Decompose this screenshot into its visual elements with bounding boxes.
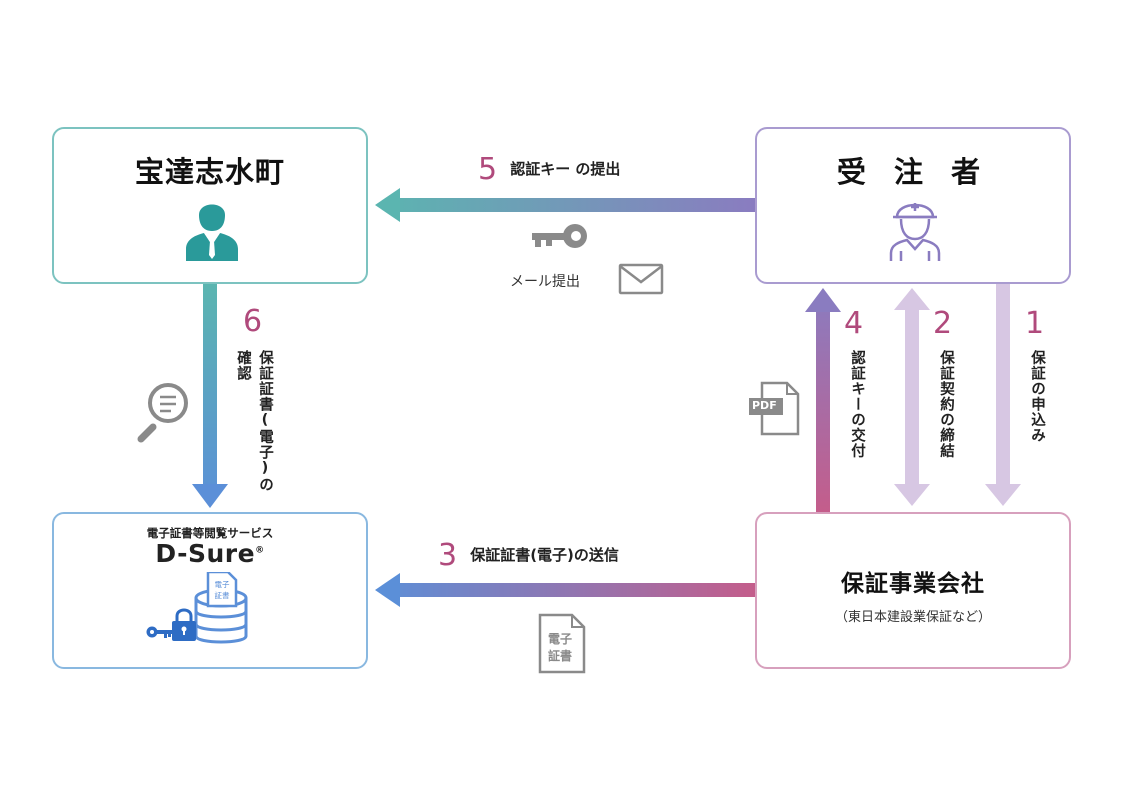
secure-database-icon: 電子 証書	[146, 572, 248, 644]
pdf-file-icon	[749, 381, 800, 436]
node-guarantor-subtitle: （東日本建設業保証など）	[834, 610, 991, 625]
flow-3-label: 3 保証証書(電子)の送信	[438, 538, 619, 573]
flow-4-text: 認証キーの交付	[849, 350, 865, 459]
flow-3-number: 3	[438, 538, 458, 573]
arrow-1	[985, 284, 1021, 506]
flow-4-number: 4	[844, 306, 864, 341]
flow-5-number: 5	[478, 152, 498, 187]
dsure-brand-name: D-Sure®	[155, 539, 265, 568]
node-guarantor: 保証事業会社 （東日本建設業保証など）	[755, 512, 1071, 669]
magnifier-icon	[137, 383, 188, 443]
flow-6-number: 6	[243, 304, 263, 339]
envelope-icon	[618, 263, 664, 295]
businessperson-icon	[186, 204, 238, 261]
arrow-3	[375, 573, 755, 607]
e-certificate-doc-icon	[538, 613, 586, 674]
node-contractor: 受 注 者	[755, 127, 1071, 284]
flow-6-text-col1: 保証証書(電子)の	[257, 350, 273, 493]
node-contractor-title: 受 注 者	[836, 155, 990, 189]
flow-3-text: 保証証書(電子)の送信	[470, 546, 619, 564]
worker-helmet-icon	[889, 203, 941, 261]
node-town: 宝達志水町	[52, 127, 368, 284]
arrow-2	[894, 288, 930, 506]
flow-6-text-col2: 確認	[235, 350, 251, 381]
padlock-icon	[172, 608, 196, 641]
flow-2-number: 2	[933, 306, 953, 341]
flow-1-text: 保証の申込み	[1029, 350, 1045, 443]
node-guarantor-title: 保証事業会社	[841, 571, 985, 597]
pdf-icon-label: PDF	[752, 399, 777, 412]
arrow-4	[805, 288, 841, 512]
doc-icon-label-2: 証書	[548, 649, 573, 663]
node-town-title: 宝達志水町	[134, 155, 285, 189]
dsure-doc-label-2: 証書	[215, 590, 230, 600]
arrow-6	[192, 284, 228, 508]
doc-icon-label-1: 電子	[548, 632, 573, 646]
mail-submit-label: メール提出	[510, 274, 580, 290]
small-key-icon	[146, 626, 172, 638]
flow-5-label: 5 認証キー の提出	[478, 152, 620, 187]
key-icon	[532, 224, 587, 248]
dsure-doc-label-1: 電子	[215, 580, 230, 589]
arrow-5	[375, 188, 755, 222]
flow-2-text: 保証契約の締結	[938, 350, 954, 459]
dsure-service-name: 電子証書等閲覧サービス	[146, 526, 274, 540]
flow-1-number: 1	[1025, 306, 1045, 341]
flow-5-text: 認証キー の提出	[510, 160, 621, 178]
node-dsure: 電子証書等閲覧サービス D-Sure® 電子 証書	[52, 512, 368, 669]
